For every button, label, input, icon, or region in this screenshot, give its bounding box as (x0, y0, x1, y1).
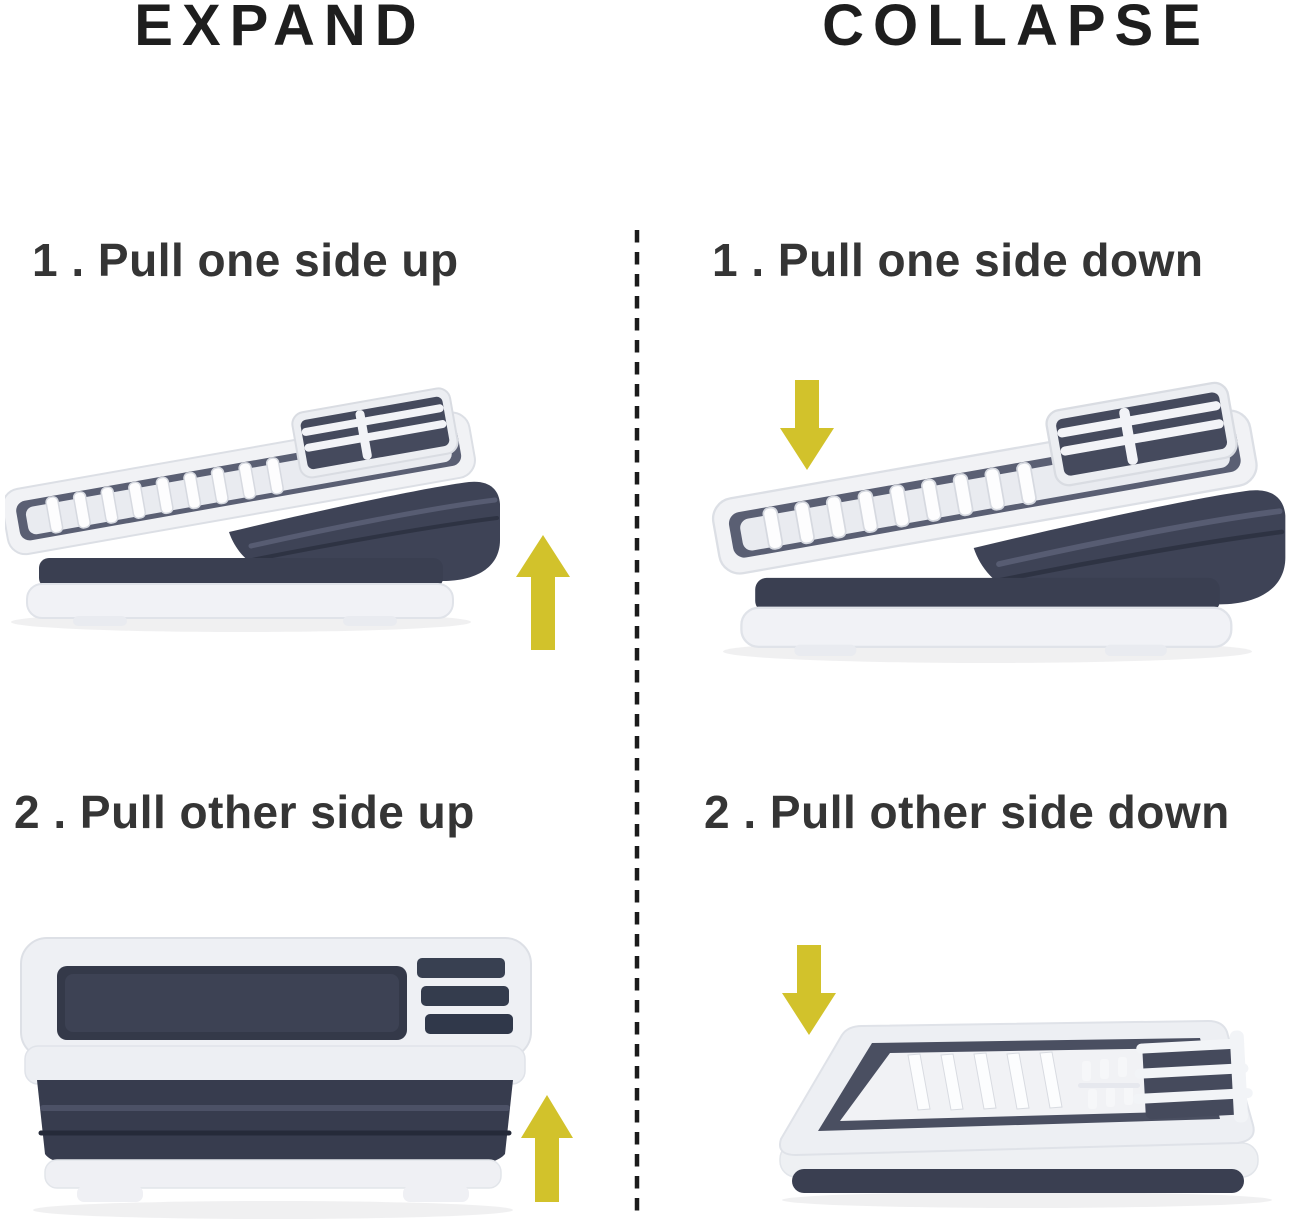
rack-tilted-graphic (5, 384, 500, 632)
collapse-step1-label: 1 . Pull one side down (712, 234, 1204, 286)
expand-step1-label: 1 . Pull one side up (32, 234, 459, 286)
expand-step1-illustration (5, 372, 570, 650)
rack-collapsed-graphic (779, 1020, 1272, 1208)
column-divider (634, 230, 640, 1220)
rack-expanded-graphic (20, 937, 532, 1219)
arrow-up-icon (516, 535, 570, 650)
expand-step2-illustration (20, 937, 573, 1219)
expand-step2-label: 2 . Pull other side up (14, 786, 475, 838)
collapse-step1-illustration (690, 368, 1290, 713)
collapse-title: COLLAPSE (822, 0, 1210, 58)
rack-tilted-graphic (705, 378, 1286, 663)
collapse-step2-illustration (779, 945, 1272, 1208)
arrow-down-icon (780, 380, 834, 470)
expand-title: EXPAND (134, 0, 426, 58)
arrow-down-icon (782, 945, 836, 1035)
arrow-up-icon (521, 1095, 573, 1202)
collapse-step2-label: 2 . Pull other side down (704, 786, 1230, 838)
